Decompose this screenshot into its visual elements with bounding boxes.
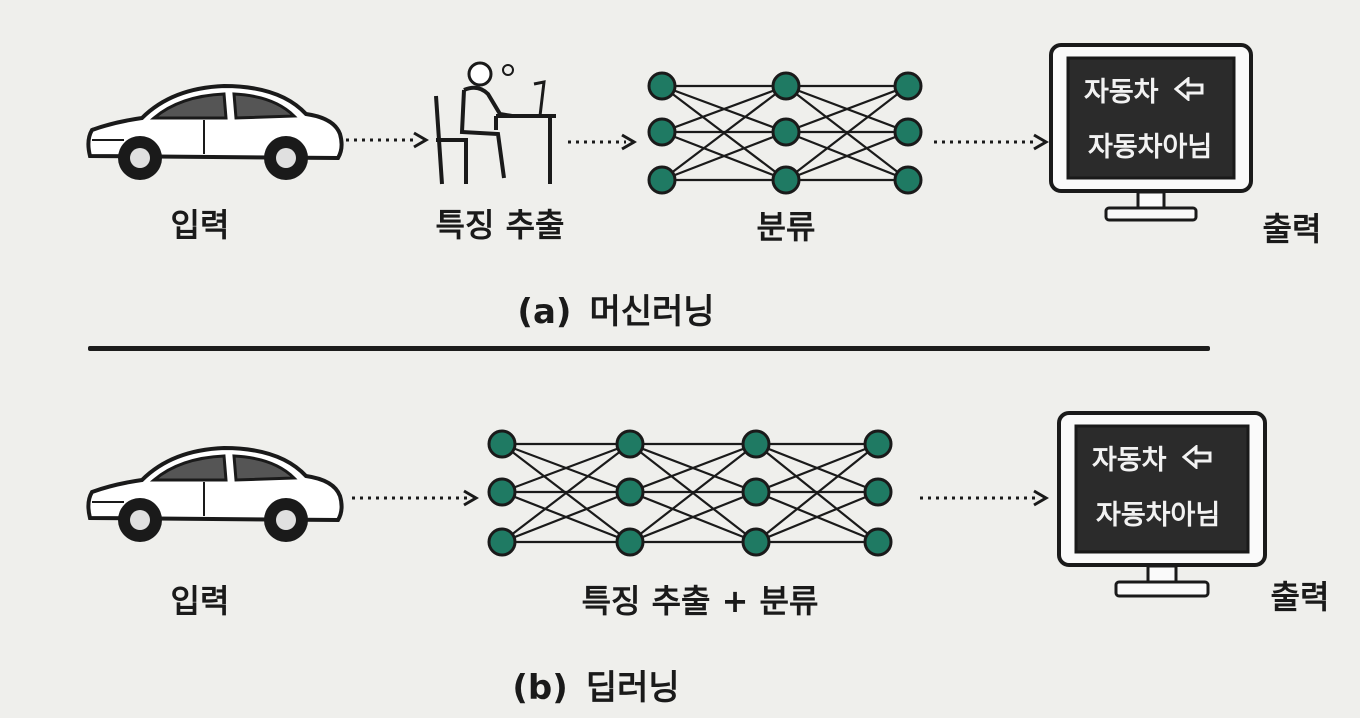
input-label: 입력 [170, 206, 230, 244]
neural-network-icon [487, 429, 893, 557]
output-label: 출력 [1262, 210, 1322, 248]
caption-deep-learning: (b) 딥러닝 [512, 660, 679, 709]
neural-network-icon [647, 71, 923, 195]
flow-arrow [346, 131, 429, 149]
feature-extraction-label: 특징 추출 [435, 206, 565, 244]
input-label: 입력 [170, 582, 230, 620]
caption-machine-learning: (a) 머신러닝 [517, 284, 714, 333]
left-arrow-icon [1173, 75, 1204, 108]
output-monitor: 자동차 자동차아님 [1048, 42, 1254, 226]
monitor-option-car: 자동차 [1084, 70, 1290, 109]
monitor-icon [1049, 43, 1253, 222]
caption-title: 머신러닝 [589, 292, 715, 332]
car-icon [86, 83, 344, 180]
option-car-text: 자동차 [1084, 77, 1159, 108]
monitor-option-car: 자동차 [1092, 438, 1304, 477]
monitor-option-not-car: 자동차아님 [1088, 132, 1213, 163]
flow-arrow [920, 489, 1049, 507]
car-icon [86, 445, 344, 542]
flow-arrow [934, 133, 1049, 151]
flow-arrow [568, 133, 637, 151]
feature-and-classification-label: 특징 추출 + 분류 [581, 582, 819, 620]
caption-tag: (b) [512, 668, 568, 708]
person-at-desk-icon [434, 61, 556, 185]
left-arrow-icon [1181, 443, 1212, 476]
monitor-icon [1057, 411, 1267, 598]
caption-title: 딥러닝 [585, 668, 680, 708]
caption-tag: (a) [517, 292, 572, 332]
output-label: 출력 [1270, 578, 1330, 616]
section-divider [88, 346, 1210, 351]
flow-arrow [352, 489, 479, 507]
classification-label: 분류 [756, 208, 816, 246]
monitor-option-not-car: 자동차아님 [1096, 500, 1221, 531]
option-car-text: 자동차 [1092, 445, 1167, 476]
output-monitor: 자동차 자동차아님 [1056, 410, 1268, 602]
